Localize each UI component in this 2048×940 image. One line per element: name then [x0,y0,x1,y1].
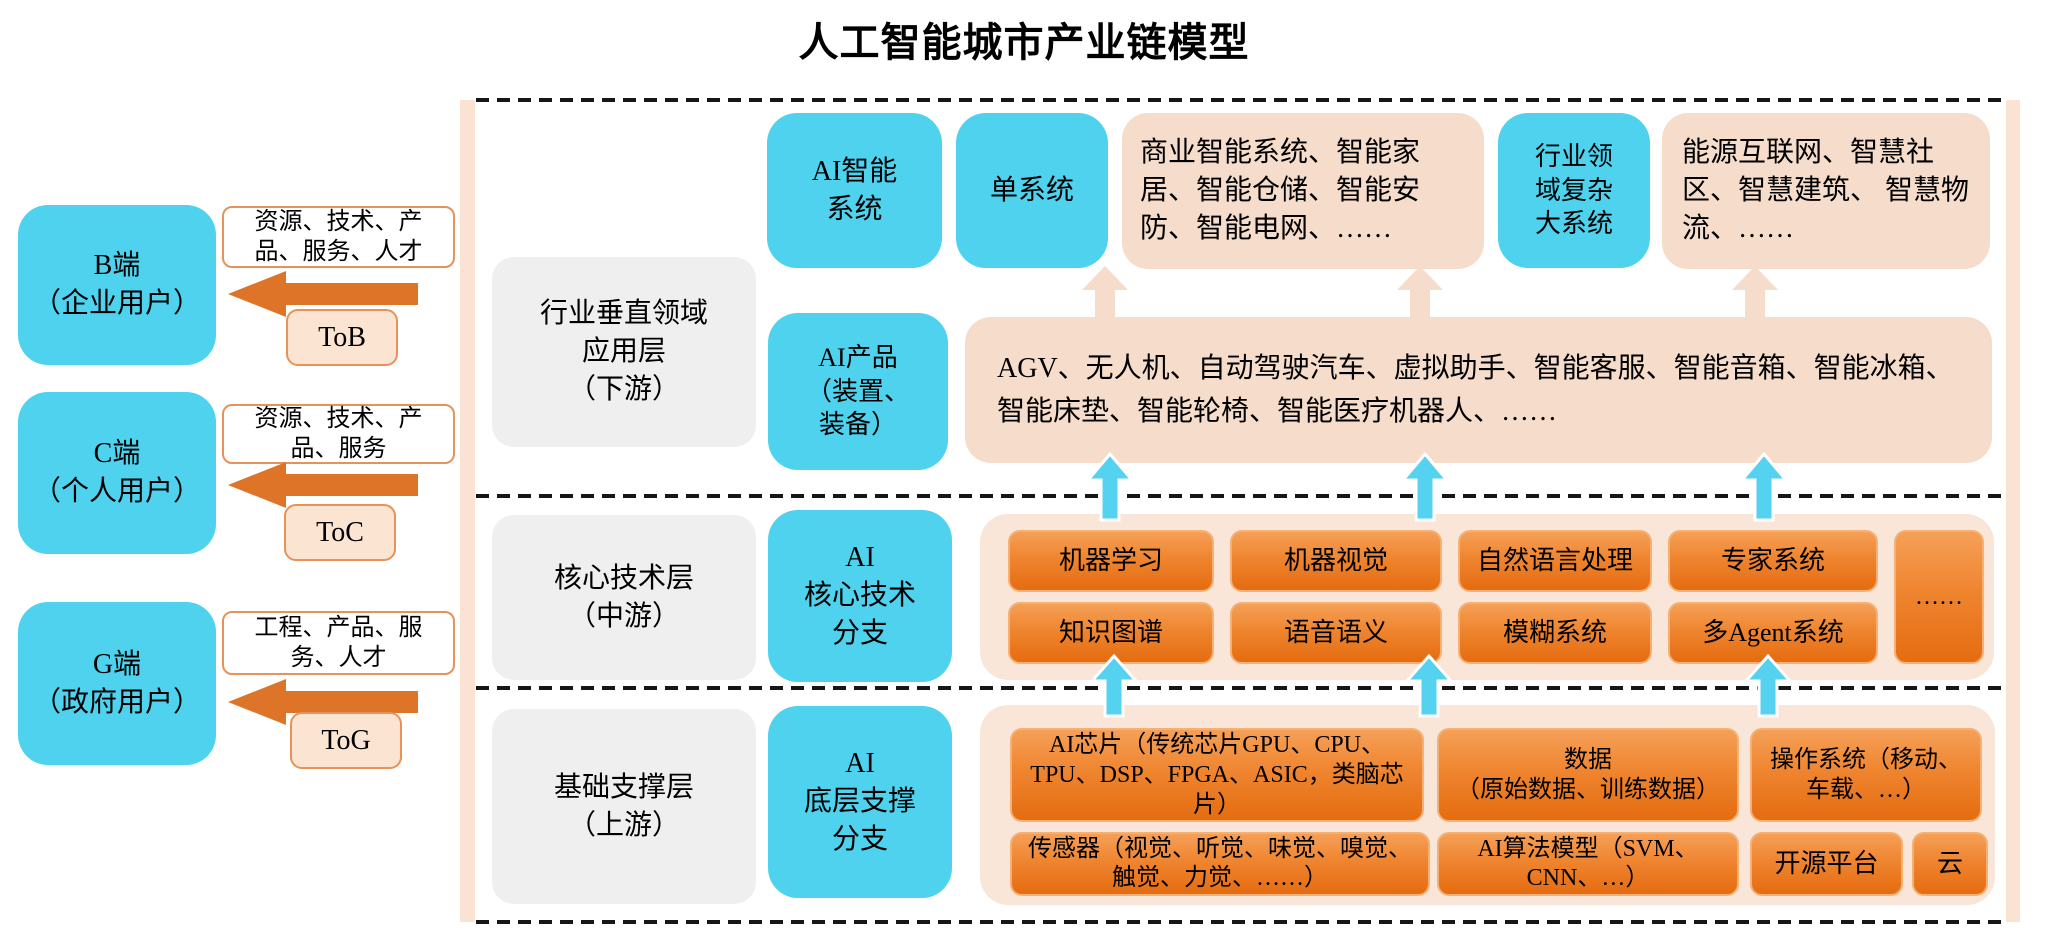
dashed-line-bottom [476,920,2006,924]
dashed-line-mid-lower [476,686,2006,690]
up-block-arrow-cyan-5-icon [1404,654,1454,718]
flow-label-b: 资源、技术、产品、服务、人才 [222,206,455,268]
box-complex-system: 行业领 域复杂 大系统 [1498,113,1650,268]
up-block-arrow-peach-1-icon [1082,266,1128,318]
foundation-box-sensor: 传感器（视觉、听觉、味觉、嗅觉、触觉、力觉、……） [1010,832,1430,896]
box-complex-system-examples: 能源互联网、智慧社区、智慧建筑、 智慧物流、…… [1662,113,1990,269]
layer-label-application: 行业垂直领域 应用层 （下游） [492,257,756,447]
channel-badge-tob: ToB [286,309,398,366]
tech-box-nlp: 自然语言处理 [1458,530,1652,592]
flow-label-g: 工程、产品、服务、人才 [222,611,455,675]
tech-box-machine-learning: 机器学习 [1008,530,1214,592]
frame-left-strip [460,100,475,922]
frame-right-strip [2006,100,2020,922]
layer-label-foundation: 基础支撑层 （上游） [492,709,756,904]
left-block-arrow-b-icon [228,271,418,317]
left-block-arrow-c-icon [228,462,418,508]
box-ai-products-examples: AGV、无人机、自动驾驶汽车、虚拟助手、智能客服、智能音箱、智能冰箱、智能床垫、… [965,317,1992,463]
tech-box-fuzzy-system: 模糊系统 [1458,602,1652,664]
tech-box-speech-semantics: 语音语义 [1230,602,1442,664]
box-single-system: 单系统 [956,113,1108,268]
user-box-g: G端 （政府用户） [18,602,216,765]
box-ai-smart-system: AI智能 系统 [767,113,942,268]
left-block-arrow-g-icon [228,679,418,725]
user-box-b: B端 （企业用户） [18,205,216,365]
up-block-arrow-peach-3-icon [1732,266,1778,318]
dashed-line-mid-upper [476,494,2006,498]
channel-badge-tog: ToG [290,712,402,769]
up-block-arrow-cyan-2-icon [1400,452,1450,522]
foundation-box-algorithm-model: AI算法模型（SVM、CNN、…） [1437,832,1739,896]
tech-box-knowledge-graph: 知识图谱 [1008,602,1214,664]
tech-box-multi-agent: 多Agent系统 [1668,602,1878,664]
foundation-box-cloud: 云 [1912,832,1988,896]
page-title: 人工智能城市产业链模型 [798,21,1250,65]
layer-label-core-tech: 核心技术层 （中游） [492,515,756,680]
box-single-system-examples: 商业智能系统、智能家居、智能仓储、智能安防、智能电网、…… [1122,113,1484,269]
dashed-line-top [476,98,2006,102]
box-core-tech-branch: AI 核心技术 分支 [768,510,952,682]
foundation-box-os: 操作系统（移动、车载、…） [1750,728,1982,822]
foundation-box-open-platform: 开源平台 [1750,832,1903,896]
box-foundation-branch: AI 底层支撑 分支 [768,706,952,898]
tech-box-expert-system: 专家系统 [1668,530,1878,592]
up-block-arrow-cyan-1-icon [1085,452,1135,522]
up-block-arrow-cyan-4-icon [1089,654,1139,718]
box-ai-product-label: AI产品 （装置、 装备） [768,313,948,470]
user-box-c: C端 （个人用户） [18,392,216,554]
foundation-box-data: 数据 （原始数据、训练数据） [1437,728,1739,822]
foundation-box-ai-chip: AI芯片（传统芯片GPU、CPU、TPU、DSP、FPGA、ASIC，类脑芯片） [1010,728,1424,822]
up-block-arrow-peach-2-icon [1397,266,1443,318]
tech-box-more: …… [1894,530,1984,664]
channel-badge-toc: ToC [284,504,396,561]
up-block-arrow-cyan-3-icon [1739,452,1789,522]
flow-label-c: 资源、技术、产品、服务 [222,404,455,464]
tech-box-machine-vision: 机器视觉 [1230,530,1442,592]
up-block-arrow-cyan-6-icon [1743,654,1793,718]
